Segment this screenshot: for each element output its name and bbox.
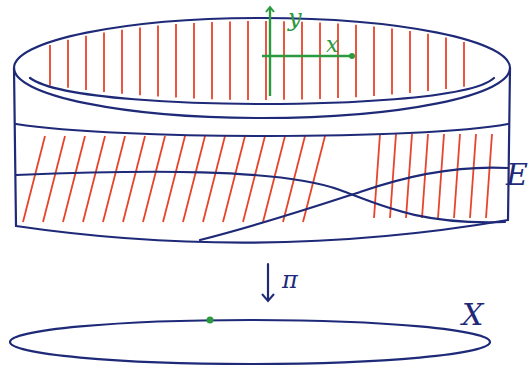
projection-arrow xyxy=(267,264,269,300)
fiber-line xyxy=(83,136,105,222)
fiber-line xyxy=(203,136,225,222)
axis-label: x xyxy=(326,34,338,56)
fiber-line xyxy=(139,27,141,95)
fiber-line xyxy=(211,22,213,99)
fiber-line xyxy=(265,21,267,100)
fiber-line xyxy=(229,21,231,99)
fiber-line xyxy=(391,28,393,94)
fiber-line xyxy=(390,134,396,218)
fiber-line xyxy=(486,134,492,218)
fiber-line xyxy=(283,21,285,100)
fiber-line xyxy=(409,31,411,93)
fiber-line xyxy=(319,22,321,99)
fiber-line xyxy=(454,134,460,218)
fiber-line xyxy=(163,136,185,222)
fiber-line xyxy=(103,32,105,91)
projection-label: π xyxy=(282,268,298,292)
fiber-line xyxy=(193,23,195,99)
fiber-hatching xyxy=(23,21,492,222)
base-space-label: X xyxy=(462,300,483,330)
total-space-label: E xyxy=(506,160,528,190)
fiber-line xyxy=(373,26,375,96)
fiber-line xyxy=(49,45,51,85)
fiber-line xyxy=(67,40,69,88)
fiber-line xyxy=(463,42,465,87)
axis-dot xyxy=(349,53,355,59)
fiber-line xyxy=(121,30,123,94)
fiber-line xyxy=(23,136,45,222)
fiber-line xyxy=(63,136,85,222)
fiber-line xyxy=(223,136,245,222)
fiber-axes xyxy=(262,8,350,96)
fiber-line xyxy=(175,24,177,97)
fiber-line xyxy=(85,36,87,90)
fiber-line xyxy=(143,136,165,222)
fiber-line xyxy=(247,21,249,100)
fiber-line xyxy=(422,134,428,218)
fiber-line xyxy=(445,37,447,89)
fiber-line xyxy=(355,25,357,97)
axis-label: y xyxy=(288,6,302,30)
fiber-line xyxy=(123,136,145,222)
fiber-line xyxy=(43,136,65,222)
fiber-line xyxy=(438,134,444,218)
fiber-line xyxy=(406,134,412,218)
fiber-line xyxy=(470,134,476,218)
base-point xyxy=(207,317,214,324)
fiber-line xyxy=(157,26,159,97)
fiber-line xyxy=(427,34,429,91)
base-circle xyxy=(10,320,490,364)
band-outline xyxy=(10,18,510,364)
fiber-line xyxy=(103,136,125,222)
fiber-line xyxy=(183,136,205,222)
fiber-line xyxy=(301,22,303,100)
fiber-line xyxy=(243,136,265,222)
fiber-line xyxy=(263,136,285,222)
